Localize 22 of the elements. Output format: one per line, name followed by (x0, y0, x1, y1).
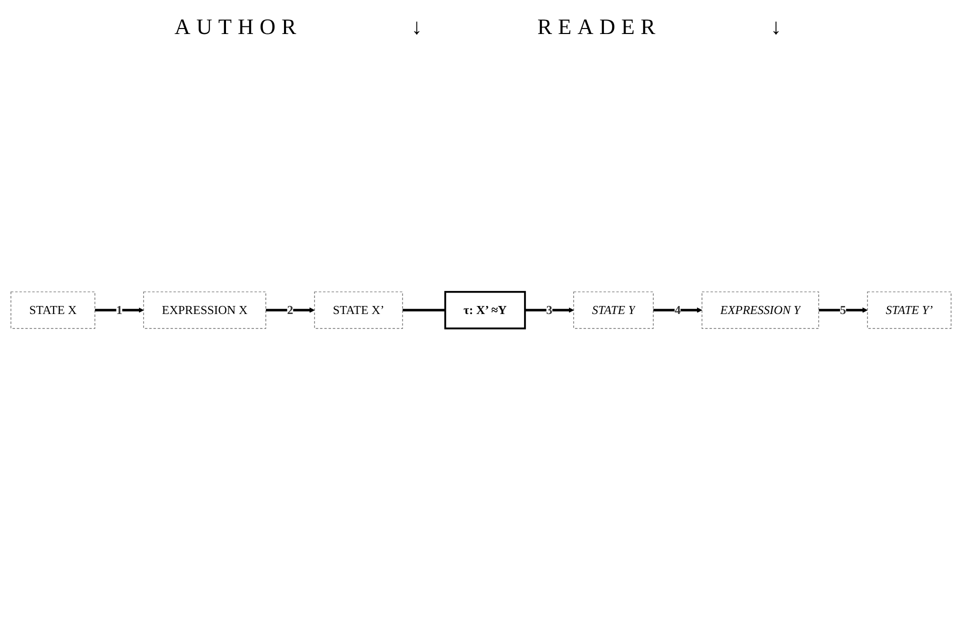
edge-label: 3 (546, 303, 552, 317)
node-box: EXPRESSION Y (702, 291, 820, 329)
node-box: STATE X (10, 291, 96, 329)
down-arrow: ↓ (411, 14, 428, 40)
down-arrow: ↓ (770, 14, 788, 40)
edge-label: 4 (674, 303, 681, 317)
edge-label: 5 (840, 303, 846, 317)
arrow (266, 307, 315, 313)
role-label: READER (537, 14, 662, 40)
node-box: STATE Y’ (867, 291, 952, 329)
arrow (94, 307, 144, 313)
role-label: AUTHOR (174, 14, 302, 40)
arrow (818, 307, 868, 313)
edge-label: 2 (287, 303, 294, 317)
node-box: STATE Y (573, 291, 654, 329)
edge-label: 1 (116, 303, 122, 317)
node-box: τ: X’ ≈Y (444, 290, 526, 330)
node-box: EXPRESSION X (143, 291, 266, 329)
arrow (653, 307, 702, 313)
arrow (524, 307, 574, 313)
connector (402, 308, 446, 312)
node-box: STATE X’ (314, 291, 403, 329)
